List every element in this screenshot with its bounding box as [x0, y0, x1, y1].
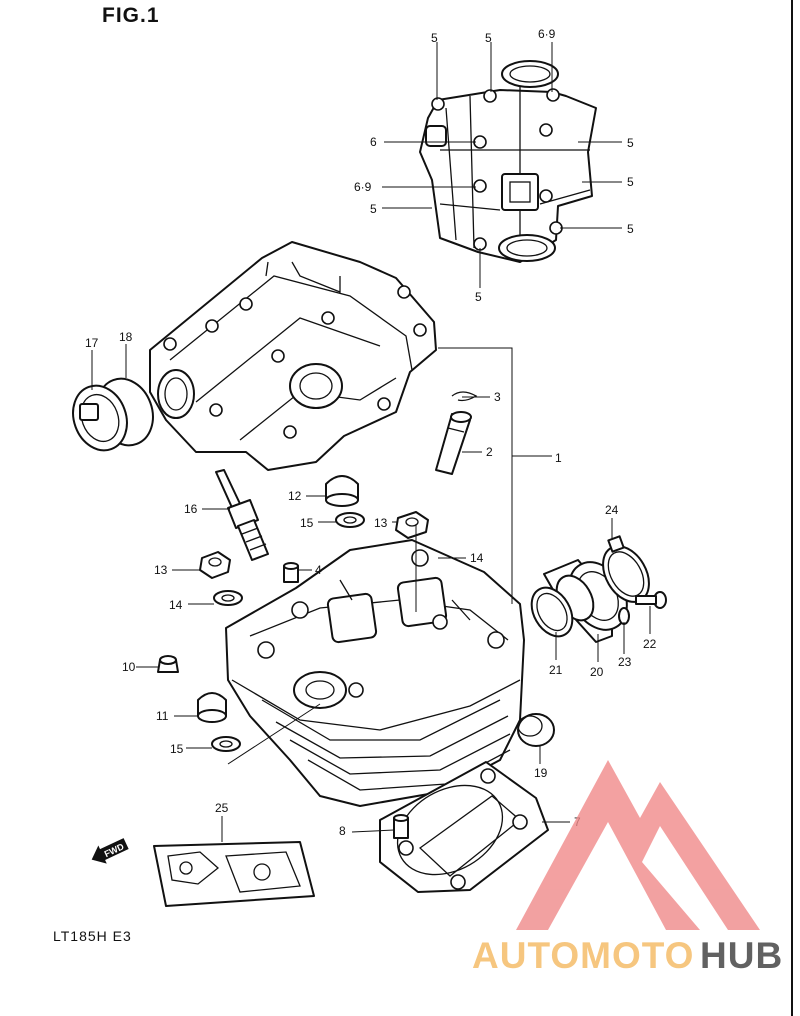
- watermark-logo: AUTOMOTO HUB: [472, 760, 783, 976]
- head-gasket: [379, 761, 549, 893]
- callout-5-right-b: 5: [627, 175, 634, 189]
- callout-2: 2: [486, 445, 493, 459]
- callout-4: 4: [315, 563, 322, 577]
- callout-10: 10: [122, 660, 136, 674]
- callout-5-top-b: 5: [485, 31, 492, 45]
- plug-10: [157, 655, 179, 673]
- callout-24: 24: [605, 503, 619, 517]
- callout-6-left: 6: [370, 135, 377, 149]
- callout-18: 18: [119, 330, 133, 344]
- washer-15a: [335, 512, 365, 528]
- intake-pipe: [543, 559, 628, 643]
- valve-guide: [435, 411, 472, 475]
- callout-5-left: 5: [370, 202, 377, 216]
- forward-direction-badge: FWD: [91, 838, 129, 864]
- callout-25: 25: [215, 801, 229, 815]
- gasket-set-25: [153, 841, 315, 907]
- frame-border-right: [791, 0, 793, 1016]
- nut-13b: [199, 551, 231, 579]
- callout-17: 17: [85, 336, 99, 350]
- callout-15-b: 15: [170, 742, 184, 756]
- callout-14-b: 14: [169, 598, 183, 612]
- screw-22: [635, 591, 667, 609]
- callout-23: 23: [618, 655, 632, 669]
- callout-12: 12: [288, 489, 302, 503]
- callout-11: 11: [156, 709, 169, 723]
- watermark-text-automoto: AUTOMOTO: [472, 935, 694, 976]
- spark-plug: [215, 469, 269, 561]
- intake-oring: [530, 586, 574, 638]
- hose-clamp: [602, 535, 650, 603]
- callout-6-9-left: 6·9: [354, 180, 372, 194]
- cap-nut-12: [325, 475, 359, 507]
- callout-13-b: 13: [154, 563, 168, 577]
- callout-6-9-top: 6·9: [538, 27, 556, 41]
- cap-and-oring: [72, 377, 154, 452]
- callout-21: 21: [549, 663, 563, 677]
- callout-14-a: 14: [470, 551, 484, 565]
- callout-5-right-c: 5: [627, 222, 634, 236]
- cap-nut-11: [197, 692, 227, 723]
- watermark-text-hub: HUB: [700, 935, 783, 976]
- callout-16: 16: [184, 502, 198, 516]
- circlip: [451, 391, 478, 402]
- callout-20: 20: [590, 665, 604, 679]
- leader-lines: [91, 42, 651, 842]
- model-code: LT185H E3: [53, 928, 132, 944]
- callout-19: 19: [534, 766, 548, 780]
- dowel-pin-4: [283, 562, 299, 583]
- callout-5-bottom: 5: [475, 290, 482, 304]
- nut-13a: [395, 511, 429, 539]
- watermark-triangle-mark: [516, 760, 760, 930]
- callout-1: 1: [555, 451, 562, 465]
- plug-19: [517, 713, 555, 747]
- dowel-pin-8: [393, 814, 409, 839]
- figure-title: FIG.1: [102, 4, 160, 27]
- washer-15b: [211, 736, 241, 752]
- head-cover-rear-view: [419, 60, 597, 263]
- callout-5-top-a: 5: [431, 31, 438, 45]
- cylinder-head-cover: [149, 241, 437, 471]
- washer-23: [618, 607, 630, 625]
- callout-15-a: 15: [300, 516, 314, 530]
- callout-3: 3: [494, 390, 501, 404]
- callout-22: 22: [643, 637, 657, 651]
- callout-5-right-a: 5: [627, 136, 634, 150]
- washer-14a: [213, 590, 243, 606]
- callout-8: 8: [339, 824, 346, 838]
- callout-13-a: 13: [374, 516, 388, 530]
